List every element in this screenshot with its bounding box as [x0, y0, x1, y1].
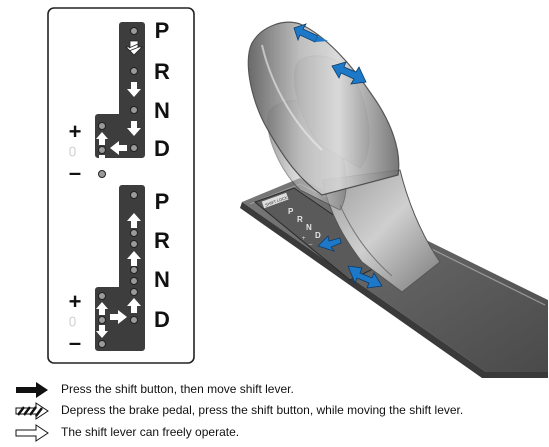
upper-dot-plus — [98, 122, 106, 130]
upper-gate: P R N D + – — [69, 18, 170, 185]
left-arrow-icon — [110, 141, 127, 155]
up-arrow-icon — [127, 251, 141, 266]
lower-dot-n2 — [130, 277, 138, 285]
lower-dot-p — [130, 191, 138, 199]
legend-text-outline: The shift lever can freely operate. — [61, 425, 240, 439]
upper-gear-p: P — [155, 18, 170, 43]
legend-text-hatched: Depress the brake pedal, press the shift… — [61, 403, 464, 417]
upper-gap-mark — [69, 146, 76, 157]
legend-row-solid: Press the shift button, then move shift … — [14, 381, 544, 399]
upper-dot-r — [130, 67, 138, 75]
down-arrow-icon — [127, 82, 141, 97]
shift-boot — [321, 169, 441, 293]
blue-arrow-icon — [347, 265, 383, 289]
lower-gate: P R N D + – — [69, 185, 170, 355]
lower-dot-d — [130, 316, 138, 324]
down-arrow-icon — [96, 325, 108, 338]
upper-plus-sign: + — [69, 119, 82, 144]
legend-text-solid: Press the shift button, then move shift … — [61, 382, 294, 396]
upper-minus-sign: – — [69, 160, 81, 185]
shift-knob — [247, 21, 400, 196]
upper-dot-minus — [98, 170, 106, 178]
plate-sign-plus: + — [302, 236, 306, 242]
upper-dot-mid — [98, 146, 106, 154]
lower-dot-r2 — [130, 240, 138, 248]
down-arrow-icon — [96, 155, 108, 168]
blue-arrow-icon — [317, 235, 342, 252]
upper-dot-d — [130, 144, 138, 152]
lower-gear-p: P — [155, 189, 170, 214]
shift-lever-illustration: SHIFT LOCK P R N D + – — [240, 21, 548, 378]
lower-dot-n3 — [130, 288, 138, 296]
solid-arrow-icon — [16, 382, 48, 398]
lower-minus-sign: – — [69, 330, 81, 355]
lower-dot-r1 — [130, 229, 138, 237]
lower-gear-d: D — [154, 307, 170, 332]
upper-gear-n: N — [154, 98, 170, 123]
lower-gear-r: R — [154, 228, 170, 253]
blue-arrow-icon — [331, 61, 367, 85]
up-arrow-icon — [127, 298, 141, 313]
plate-letter-d: D — [315, 231, 321, 240]
legend-row-hatched: Depress the brake pedal, press the shift… — [14, 402, 544, 420]
shift-lock-label — [261, 192, 289, 209]
up-arrow-icon — [127, 213, 141, 228]
outline-arrow-icon — [15, 424, 49, 442]
blue-arrow-icon — [293, 23, 328, 43]
plate-letter-p: P — [288, 207, 294, 216]
hatched-arrow-icon — [125, 40, 143, 56]
up-arrow-icon — [96, 132, 108, 145]
right-arrow-icon — [110, 310, 127, 324]
plate-letter-r: R — [297, 215, 303, 224]
upper-dot-n — [130, 106, 138, 114]
lower-gear-n: N — [154, 267, 170, 292]
lower-dot-mid — [98, 316, 106, 324]
up-arrow-icon — [96, 302, 108, 315]
lower-dot-minus — [98, 340, 106, 348]
legend-row-outline: The shift lever can freely operate. — [14, 424, 544, 442]
lower-gap-mark — [69, 316, 76, 327]
down-arrow-icon — [127, 121, 141, 136]
hatched-arrow-icon — [15, 402, 49, 420]
lower-dot-plus — [98, 292, 106, 300]
upper-gear-d: D — [154, 136, 170, 161]
lower-plus-sign: + — [69, 289, 82, 314]
plate-letter-n: N — [306, 223, 312, 232]
upper-gear-r: R — [154, 59, 170, 84]
lower-dot-n1 — [130, 266, 138, 274]
plate-sign-minus: – — [309, 242, 313, 248]
upper-dot-p — [130, 27, 138, 35]
